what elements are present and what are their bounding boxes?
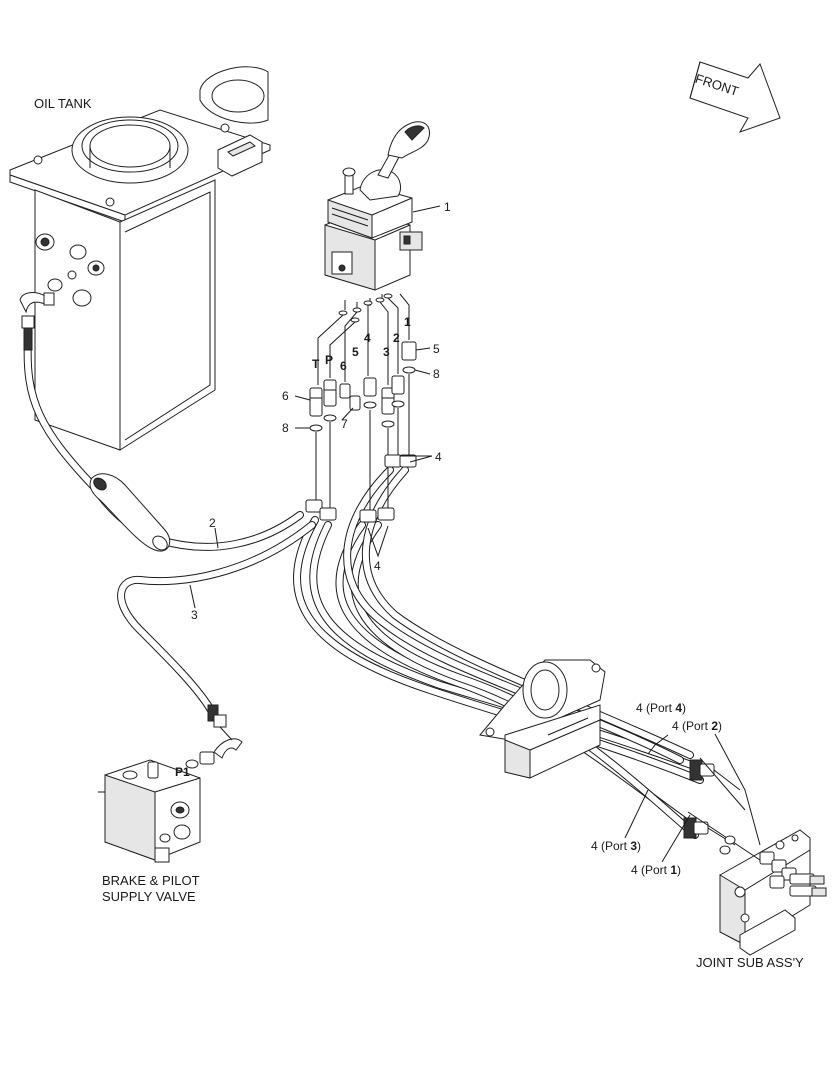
port-code-4: 4 — [364, 331, 371, 345]
callout-3-hose: 3 — [191, 608, 198, 622]
callout-4-hose-lower: 4 — [374, 559, 381, 573]
brake-valve-label-line2: SUPPLY VALVE — [102, 889, 196, 904]
front-arrow: FRONT — [689, 61, 781, 133]
hose-protector — [21, 315, 171, 552]
callout-6-adapter: 6 — [282, 389, 289, 403]
p1-port-label: P1 — [175, 765, 190, 779]
port-code-6: 6 — [340, 359, 347, 373]
port-hose-label-2: 4 (Port 2) — [672, 719, 722, 733]
port-code-1: 1 — [404, 315, 411, 329]
callout-2-hose: 2 — [209, 516, 216, 530]
callout-8-oring-left: 8 — [282, 421, 289, 435]
pilot-joystick-valve — [324, 121, 430, 312]
callout-4-hose-upper: 4 — [435, 450, 442, 464]
brake-pilot-supply-valve — [98, 704, 243, 863]
port-hose-label-3: 4 (Port 3) — [591, 839, 641, 853]
callout-leaders — [189, 205, 761, 863]
callout-8-oring-right: 8 — [433, 367, 440, 381]
callout-1-joystick: 1 — [444, 200, 451, 214]
port-code-t: T — [312, 357, 320, 371]
callout-7-adapter: 7 — [341, 417, 348, 431]
oil-tank — [9, 66, 271, 451]
callout-5-adapter: 5 — [433, 342, 440, 356]
labels: OIL TANK BRAKE & PILOT SUPPLY VALVE JOIN… — [34, 96, 804, 970]
brake-valve-label-line1: BRAKE & PILOT — [102, 873, 200, 888]
port-code-5: 5 — [352, 345, 359, 359]
port-hose-label-4: 4 (Port 4) — [636, 701, 686, 715]
port-code-2: 2 — [393, 331, 400, 345]
port-hose-label-1: 4 (Port 1) — [631, 863, 681, 877]
hose-clamp-bracket — [479, 659, 606, 779]
port-code-3: 3 — [383, 345, 390, 359]
adapters — [305, 293, 417, 523]
joint-sub-assy — [683, 757, 827, 956]
joint-sub-assy-label: JOINT SUB ASS'Y — [696, 955, 804, 970]
oil-tank-label: OIL TANK — [34, 96, 92, 111]
port-code-p: P — [325, 353, 333, 367]
